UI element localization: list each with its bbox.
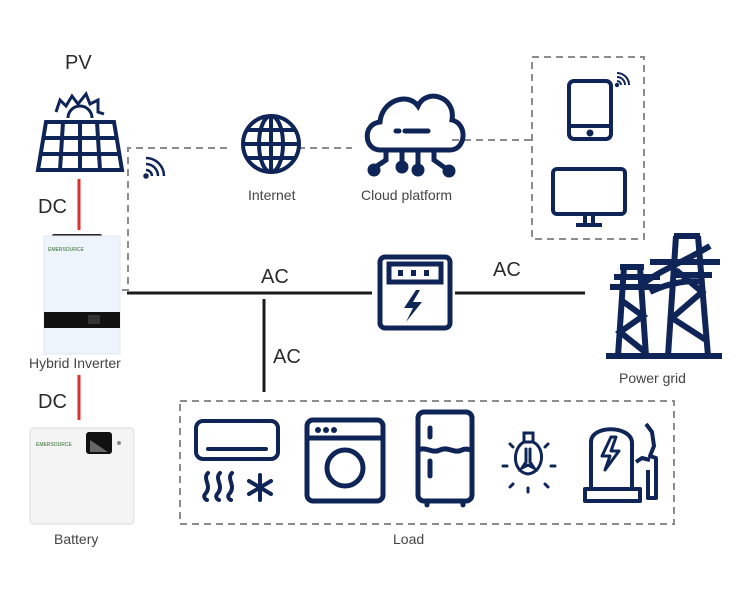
battery-image: EMERSOURCE	[29, 427, 135, 525]
inverter-label: Hybrid Inverter	[29, 355, 121, 371]
globe-icon	[241, 114, 301, 174]
battery-label: Battery	[54, 531, 99, 547]
dc-label-bottom: DC	[38, 391, 67, 413]
air-conditioner-icon	[194, 419, 280, 502]
load-box	[179, 400, 675, 525]
devices-box	[531, 56, 645, 240]
refrigerator-icon	[415, 409, 475, 508]
load-label: Load	[393, 531, 425, 547]
internet-label: Internet	[248, 187, 296, 203]
dc-label-top: DC	[38, 196, 67, 218]
pv-label: PV	[65, 52, 92, 74]
ac-label-load: AC	[273, 346, 301, 368]
wifi-icon	[143, 156, 166, 179]
communication-links	[122, 56, 675, 525]
inverter-to-internet-link	[122, 147, 230, 291]
ac-label-grid: AC	[493, 259, 521, 281]
ac-lines	[127, 291, 585, 392]
washing-machine-icon	[304, 417, 386, 504]
tablet-icon	[567, 79, 613, 141]
power-grid-icon	[606, 233, 722, 359]
power-grid-label: Power grid	[619, 370, 686, 386]
ac-label-main: AC	[261, 266, 289, 288]
hybrid-inverter-image: EMERSOURCE	[43, 234, 121, 355]
cloud-platform-icon	[364, 93, 466, 178]
svg-text:EMERSOURCE: EMERSOURCE	[36, 442, 73, 448]
electric-meter-icon	[377, 254, 453, 331]
monitor-icon	[551, 167, 627, 227]
solar-panel-icon	[35, 91, 125, 172]
ev-charger-icon	[583, 422, 658, 503]
cloud-platform-label: Cloud platform	[361, 187, 453, 203]
light-bulb-icon	[501, 431, 557, 494]
tablet-wifi-icon	[614, 72, 630, 88]
svg-text:EMERSOURCE: EMERSOURCE	[48, 247, 85, 253]
